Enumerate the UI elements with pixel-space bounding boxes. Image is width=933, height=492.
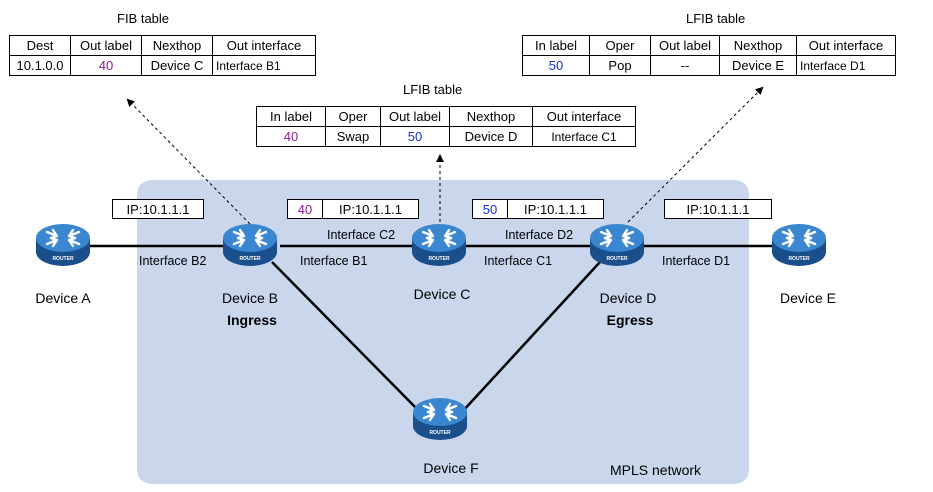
packet-label: 50 bbox=[473, 200, 508, 218]
device-b-role: Ingress bbox=[227, 312, 277, 328]
lfib-d-header-in-label: In label bbox=[522, 35, 590, 56]
lfib-d-cell-out-label: -- bbox=[650, 55, 720, 76]
table-row: In label Oper Out label Nexthop Out inte… bbox=[522, 35, 896, 56]
lfib-d-cell-nexthop: Device E bbox=[719, 55, 797, 76]
device-b-name: Device B bbox=[221, 290, 279, 306]
fib-cell-nexthop: Device C bbox=[141, 55, 213, 76]
fib-cell-out-label: 40 bbox=[70, 55, 142, 76]
device-e-name: Device E bbox=[779, 290, 837, 306]
device-c-name: Device C bbox=[413, 286, 471, 302]
lfib-c-cell-in-label: 40 bbox=[256, 126, 326, 147]
lfib-d-cell-oper: Pop bbox=[589, 55, 651, 76]
lfib-c-header-out-interface: Out interface bbox=[532, 106, 636, 127]
interface-b1-label: Interface B1 bbox=[300, 254, 368, 268]
lfib-c-header-out-label: Out label bbox=[380, 106, 450, 127]
device-f-name: Device F bbox=[423, 460, 479, 476]
packet-ip: IP:10.1.1.1 bbox=[686, 201, 750, 217]
device-d-name: Device D bbox=[599, 290, 657, 306]
svg-text:ROUTER: ROUTER bbox=[788, 256, 810, 262]
svg-text:ROUTER: ROUTER bbox=[428, 256, 450, 262]
fib-table-title: FIB table bbox=[117, 11, 170, 26]
device-a-name: Device A bbox=[35, 290, 91, 306]
packet-ip: IP:10.1.1.1 bbox=[524, 201, 587, 217]
table-row: In label Oper Out label Nexthop Out inte… bbox=[256, 106, 636, 127]
lfib-d-table: In label Oper Out label Nexthop Out inte… bbox=[522, 35, 896, 76]
lfib-c-cell-out-label: 50 bbox=[380, 126, 450, 147]
fib-header-out-interface: Out interface bbox=[212, 35, 316, 56]
device-a-router-icon[interactable]: ROUTER bbox=[35, 222, 91, 268]
lfib-c-cell-oper: Swap bbox=[325, 126, 381, 147]
table-row: 10.1.0.0 40 Device C Interface B1 bbox=[9, 55, 316, 76]
interface-c1-label: Interface C1 bbox=[484, 254, 553, 268]
svg-text:ROUTER: ROUTER bbox=[52, 256, 74, 262]
device-d-role: Egress bbox=[606, 312, 654, 328]
lfib-c-table-title: LFIB table bbox=[403, 82, 463, 97]
lfib-d-header-out-interface: Out interface bbox=[796, 35, 896, 56]
lfib-c-header-nexthop: Nexthop bbox=[449, 106, 533, 127]
interface-c2-label: Interface C2 bbox=[327, 228, 396, 242]
device-e-router-icon[interactable]: ROUTER bbox=[771, 222, 827, 268]
table-row: Dest Out label Nexthop Out interface bbox=[9, 35, 316, 56]
fib-header-out-label: Out label bbox=[70, 35, 142, 56]
lfib-c-table: In label Oper Out label Nexthop Out inte… bbox=[256, 106, 636, 147]
lfib-d-header-oper: Oper bbox=[589, 35, 651, 56]
arrow-b-to-fib bbox=[126, 98, 251, 225]
packet-label: 40 bbox=[288, 200, 323, 218]
lfib-d-header-out-label: Out label bbox=[650, 35, 720, 56]
lfib-d-table-title: LFIB table bbox=[686, 11, 746, 26]
lfib-d-header-nexthop: Nexthop bbox=[719, 35, 797, 56]
arrow-d-to-lfib bbox=[627, 86, 764, 223]
svg-text:ROUTER: ROUTER bbox=[606, 256, 628, 262]
lfib-c-cell-nexthop: Device D bbox=[449, 126, 533, 147]
device-f-router-icon[interactable]: ROUTER bbox=[412, 396, 468, 442]
packet-d-e: IP:10.1.1.1 bbox=[664, 199, 772, 219]
interface-b2-label: Interface B2 bbox=[139, 254, 207, 268]
lfib-c-header-oper: Oper bbox=[325, 106, 381, 127]
link-d-f bbox=[461, 261, 601, 413]
lfib-d-cell-in-label: 50 bbox=[522, 55, 590, 76]
lfib-d-cell-out-interface: Interface D1 bbox=[796, 55, 896, 76]
packet-b-c: 40 IP:10.1.1.1 bbox=[287, 199, 419, 219]
lfib-c-header-in-label: In label bbox=[256, 106, 326, 127]
table-row: 40 Swap 50 Device D Interface C1 bbox=[256, 126, 636, 147]
device-c-router-icon[interactable]: ROUTER bbox=[411, 222, 467, 268]
fib-table: Dest Out label Nexthop Out interface 10.… bbox=[9, 35, 316, 76]
fib-cell-dest: 10.1.0.0 bbox=[9, 55, 71, 76]
fib-header-dest: Dest bbox=[9, 35, 71, 56]
fib-header-nexthop: Nexthop bbox=[141, 35, 213, 56]
lfib-c-cell-out-interface: Interface C1 bbox=[532, 126, 636, 147]
svg-text:ROUTER: ROUTER bbox=[239, 256, 261, 262]
packet-c-d: 50 IP:10.1.1.1 bbox=[472, 199, 604, 219]
svg-text:ROUTER: ROUTER bbox=[429, 430, 451, 436]
link-b-f bbox=[271, 261, 421, 413]
packet-ip: IP:10.1.1.1 bbox=[126, 201, 190, 217]
device-d-router-icon[interactable]: ROUTER bbox=[589, 222, 645, 268]
fib-cell-out-interface: Interface B1 bbox=[212, 55, 316, 76]
interface-d2-label: Interface D2 bbox=[505, 228, 574, 242]
table-row: 50 Pop -- Device E Interface D1 bbox=[522, 55, 896, 76]
device-b-router-icon[interactable]: ROUTER bbox=[222, 222, 278, 268]
packet-a-b: IP:10.1.1.1 bbox=[112, 199, 204, 219]
mpls-network-label: MPLS network bbox=[610, 462, 702, 478]
interface-d1-label: Interface D1 bbox=[662, 254, 731, 268]
packet-ip: IP:10.1.1.1 bbox=[339, 201, 402, 217]
